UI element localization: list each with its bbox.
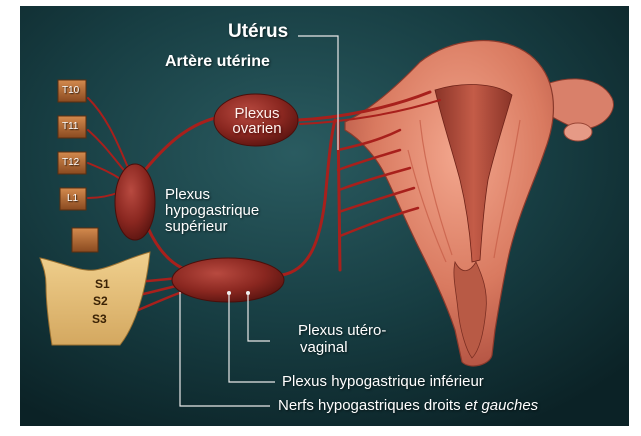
label-superior-line1: Plexus bbox=[165, 187, 259, 203]
leader-dot-2 bbox=[227, 291, 231, 295]
ovary bbox=[564, 123, 592, 141]
label-nerves-part2: gauches bbox=[477, 397, 538, 414]
label-t10: T10 bbox=[62, 86, 79, 96]
label-uterovaginal-line1: Plexus utéro- bbox=[298, 323, 386, 340]
label-t11: T11 bbox=[62, 122, 79, 132]
label-s3: S3 bbox=[92, 313, 107, 325]
vertebra-l-extra bbox=[72, 228, 98, 252]
label-uterovaginal: Plexus utéro- vaginal bbox=[298, 323, 386, 356]
label-uterine-artery: Artère utérine bbox=[165, 54, 270, 70]
label-hypogastric-nerves: Nerfs hypogastriques droits et gauches bbox=[278, 398, 538, 413]
label-l1: L1 bbox=[67, 194, 78, 204]
label-t12: T12 bbox=[62, 158, 79, 168]
superior-hypogastric-plexus bbox=[115, 164, 155, 240]
label-nerves-et: et bbox=[465, 397, 478, 414]
label-superior-hypogastric: Plexus hypogastrique supérieur bbox=[165, 187, 259, 234]
label-superior-line3: supérieur bbox=[165, 219, 259, 235]
label-ovarian-plexus-line1: Plexus bbox=[222, 106, 292, 121]
label-s2: S2 bbox=[93, 295, 108, 307]
label-nerves-part1: Nerfs hypogastriques droits bbox=[278, 397, 465, 414]
label-s1: S1 bbox=[95, 278, 110, 290]
label-ovarian-plexus-line2: ovarien bbox=[222, 121, 292, 136]
label-superior-line2: hypogastrique bbox=[165, 203, 259, 219]
label-uterus: Utérus bbox=[228, 22, 288, 41]
label-inferior-hypogastric: Plexus hypogastrique inférieur bbox=[282, 374, 484, 389]
label-ovarian-plexus: Plexus ovarien bbox=[222, 106, 292, 136]
label-uterovaginal-line2: vaginal bbox=[298, 340, 386, 357]
leader-dot-1 bbox=[246, 291, 250, 295]
inferior-hypogastric-plexus bbox=[172, 258, 284, 302]
